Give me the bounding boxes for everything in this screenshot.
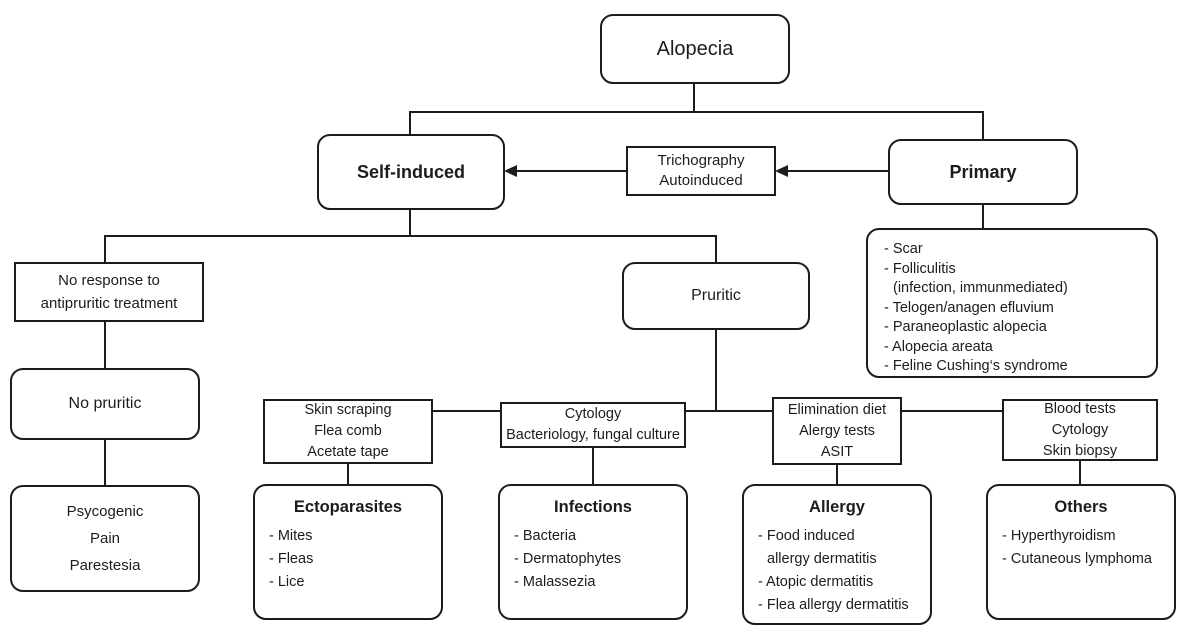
node-ectoparasites: Ectoparasites - Mites - Fleas - Lice <box>253 484 443 620</box>
connector-alopecia-down <box>693 84 695 112</box>
node-label: No pruritic <box>68 395 142 413</box>
node-line: Blood tests <box>1044 400 1116 417</box>
node-line: Flea comb <box>314 423 382 439</box>
list-item: - Folliculitis <box>884 260 956 277</box>
connector-elimination-down <box>836 465 838 485</box>
connector-primary-down <box>982 205 984 229</box>
node-psycogenic: Psycogenic Pain Parestesia <box>10 485 200 592</box>
node-line: antipruritic treatment <box>40 295 178 312</box>
connector-self-induced-down <box>409 210 411 237</box>
connector-cytology-down <box>592 448 594 485</box>
list-item: - Dermatophytes <box>514 551 622 568</box>
node-trichography: Trichography Autoinduced <box>626 146 776 196</box>
list-item: - Food induced <box>758 528 855 545</box>
category-title: Others <box>1054 498 1108 516</box>
list-item: - Cutaneous lymphoma <box>1002 551 1152 568</box>
connector-to-no-response <box>104 235 106 262</box>
node-no-pruritic: No pruritic <box>10 368 200 440</box>
node-line: Skin scraping <box>304 402 392 418</box>
connector-tests-right <box>902 410 1002 412</box>
connector-top-branch <box>409 111 984 113</box>
node-no-response: No response to antipruritic treatment <box>14 262 204 322</box>
list-item: - Malassezia <box>514 574 596 591</box>
node-line: Skin biopsy <box>1042 442 1118 459</box>
node-allergy: Allergy - Food induced allergy dermatiti… <box>742 484 932 625</box>
node-self-induced: Self-induced <box>317 134 505 210</box>
list-item: - Alopecia areata <box>884 338 993 355</box>
node-alopecia: Alopecia <box>600 14 790 84</box>
category-items: - Mites - Fleas - Lice <box>255 525 313 594</box>
list-item: - Fleas <box>269 551 314 568</box>
node-pruritic: Pruritic <box>622 262 810 330</box>
connector-no-response-down <box>104 322 106 368</box>
node-others: Others - Hyperthyroidism - Cutaneous lym… <box>986 484 1176 620</box>
list-item: - Feline Cushing‘s syndrome <box>884 358 1068 374</box>
node-line: ASIT <box>820 443 854 460</box>
arrow-primary-to-trichography-line <box>787 170 889 172</box>
category-items: - Food induced allergy dermatitis - Atop… <box>744 525 909 617</box>
node-line: No response to <box>58 272 160 289</box>
category-title: Allergy <box>809 498 865 516</box>
connector-pruritic-down <box>715 330 717 412</box>
category-items: - Bacteria - Dermatophytes - Malassezia <box>500 525 621 594</box>
list-item: allergy dermatitis <box>767 551 877 568</box>
connector-skin-scraping-down <box>347 464 349 485</box>
connector-to-self-induced <box>409 111 411 135</box>
category-title: Infections <box>554 498 632 516</box>
list-item: - Telogen/anagen efluvium <box>884 299 1054 316</box>
node-line: Acetate tape <box>307 444 389 460</box>
connector-blood-tests-down <box>1079 461 1081 485</box>
connector-to-pruritic <box>715 235 717 262</box>
category-items: - Hyperthyroidism - Cutaneous lymphoma <box>988 525 1152 571</box>
node-infections: Infections - Bacteria - Dermatophytes - … <box>498 484 688 620</box>
node-label: Primary <box>949 161 1017 182</box>
node-line: Psycogenic <box>66 503 144 520</box>
connector-tests-left <box>433 410 500 412</box>
node-line: Autoinduced <box>659 172 743 189</box>
connector-self-induced-branch <box>104 235 717 237</box>
node-line: Elimination diet <box>787 401 887 418</box>
list-item: - Hyperthyroidism <box>1002 528 1116 545</box>
arrowhead-left-icon <box>504 165 517 177</box>
arrow-trichography-to-self-induced-line <box>516 170 626 172</box>
list-item: - Scar <box>884 241 923 257</box>
node-primary: Primary <box>888 139 1078 205</box>
node-line: Cytology <box>1051 421 1109 438</box>
node-line: Alergy tests <box>799 422 875 439</box>
list-item: - Bacteria <box>514 528 577 545</box>
list-item: - Lice <box>269 574 305 591</box>
list-item: - Mites <box>269 528 313 545</box>
arrowhead-left-icon <box>775 165 788 177</box>
category-title: Ectoparasites <box>293 498 403 516</box>
node-primary-list: - Scar - Folliculitis (infection, immunm… <box>866 228 1158 378</box>
node-cytology-tests: Cytology Bacteriology, fungal culture <box>500 402 686 448</box>
list-item: - Atopic dermatitis <box>758 574 874 591</box>
list-item: - Paraneoplastic alopecia <box>884 319 1047 335</box>
node-line: Pain <box>89 530 121 547</box>
list-item: (infection, immunmediated) <box>893 280 1068 296</box>
list-item: - Flea allergy dermatitis <box>758 597 909 614</box>
node-blood-tests: Blood tests Cytology Skin biopsy <box>1002 399 1158 461</box>
node-elimination-diet: Elimination diet Alergy tests ASIT <box>772 397 902 465</box>
node-line: Parestesia <box>69 557 141 574</box>
node-line: Cytology <box>564 406 622 422</box>
node-label: Self-induced <box>356 161 465 182</box>
node-label: Alopecia <box>656 37 734 60</box>
connector-tests-mid <box>686 410 772 412</box>
node-label: Pruritic <box>691 287 741 305</box>
node-line: Trichography <box>657 151 745 169</box>
node-skin-scraping: Skin scraping Flea comb Acetate tape <box>263 399 433 464</box>
node-line: Bacteriology, fungal culture <box>506 427 680 443</box>
connector-to-primary <box>982 111 984 140</box>
connector-no-pruritic-down <box>104 440 106 485</box>
